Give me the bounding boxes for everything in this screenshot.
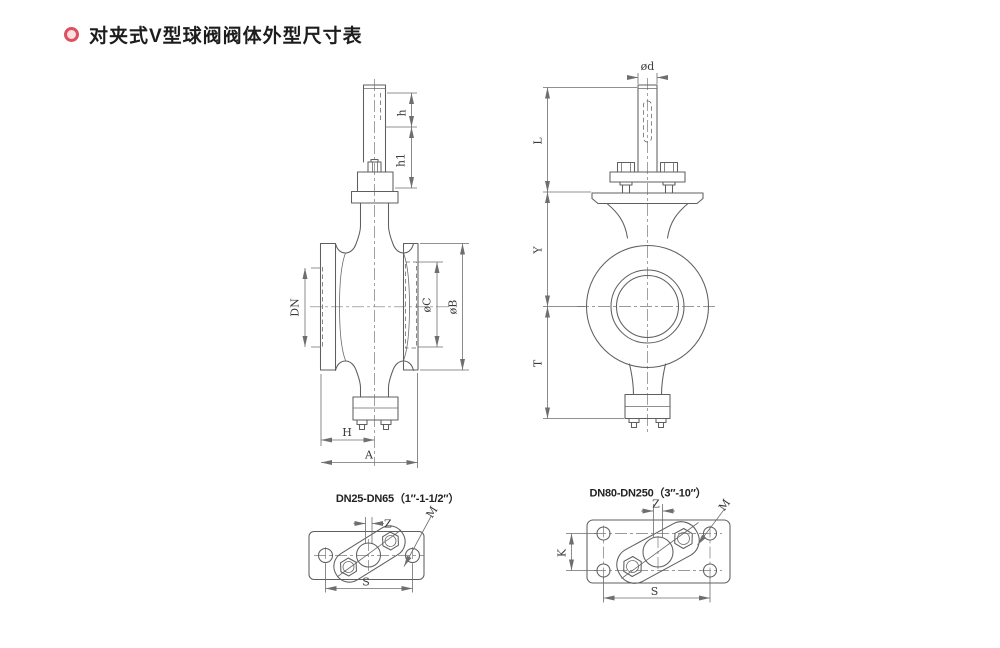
page-header: 对夹式V型球阀阀体外型尺寸表 (64, 21, 363, 48)
hex-bolt (382, 531, 399, 551)
dim-label-h1: h1 (395, 153, 408, 167)
stem-hole (642, 536, 674, 568)
stem-boss (333, 525, 406, 583)
page-title: 对夹式V型球阀阀体外型尺寸表 (89, 26, 363, 47)
hex-bolt (674, 527, 693, 550)
bore-circle (615, 274, 680, 339)
stem-boss (616, 521, 700, 584)
bolt-hole (702, 526, 718, 541)
dim-label-a: A (364, 449, 374, 462)
dim-label-hh: H (342, 426, 352, 439)
dim-label-z: Z (384, 518, 392, 531)
raised-face-circle (610, 269, 685, 344)
front-view-drawing: h h1 DN øC øB H A (289, 79, 469, 468)
hex-bolt (340, 557, 357, 577)
bolt-hole (702, 563, 718, 578)
dim-label-s: S (362, 576, 370, 589)
dim-label-k: K (556, 548, 569, 557)
dim-label-oc: øC (421, 297, 434, 312)
bolt-hole (404, 547, 421, 564)
dim-label-l: L (532, 137, 545, 145)
detail-small-title: DN25-DN65（1″-1-1/2″） (336, 492, 459, 505)
dim-label-dn: DN (289, 298, 302, 317)
dim-label-y: Y (532, 246, 545, 255)
dim-label-t: T (532, 359, 545, 367)
dim-label-m: M (716, 497, 733, 514)
bolt-hole (317, 547, 334, 564)
detail-view-small: DN25-DN65（1″-1-1/2″） Z (308, 492, 459, 593)
stem-hole (355, 542, 382, 568)
dim-label-ob: øB (447, 300, 460, 315)
detail-large-title: DN80-DN250（3″-10″） (590, 487, 707, 500)
dim-label-m: M (424, 504, 441, 520)
dim-label-h: h (396, 109, 409, 116)
dim-label-z: Z (652, 498, 660, 511)
stem-keyway-slot (643, 100, 652, 143)
detail-view-large: DN80-DN250（3″-10″） (556, 487, 733, 603)
mounting-pad-plate (586, 519, 731, 584)
dim-label-s: S (651, 585, 659, 598)
dim-label-od: ød (641, 60, 655, 73)
side-view-drawing: ød L Y T (532, 60, 718, 432)
right-flange (402, 242, 419, 371)
hex-bolt (623, 555, 642, 578)
left-flange (319, 242, 337, 371)
body-outer-circle (585, 244, 710, 369)
red-ring-bullet-icon (64, 27, 79, 42)
